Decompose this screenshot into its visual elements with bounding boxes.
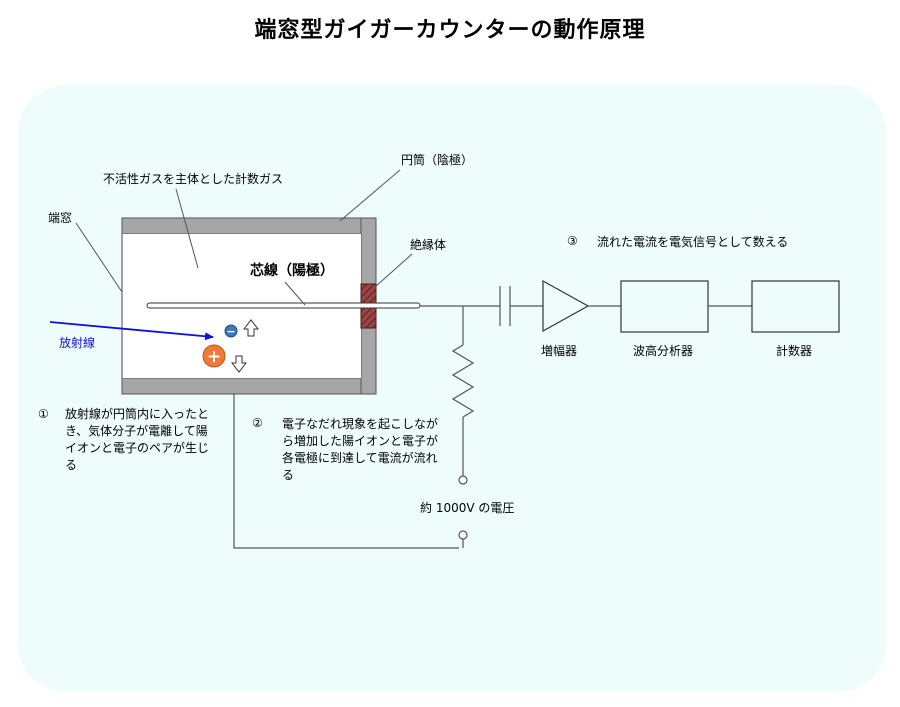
label-voltage: 約 1000V の電圧 [420,501,515,515]
electron-sign: − [226,325,235,338]
label-pulse-height-analyzer: 波高分析器 [633,344,694,358]
label-end-window: 端窓 [48,211,73,225]
label-counting-gas: 不活性ガスを主体とした計数ガス [103,172,284,186]
ground-return-wire [233,394,459,549]
arrow-down-icon [230,355,248,373]
circuit [233,279,840,549]
resistor-symbol [451,344,475,418]
label-counter: 計数器 [776,344,813,358]
counter-box [751,280,840,333]
label-anode-wire: 芯線（陽極） [250,263,334,279]
amplifier-symbol [542,279,590,333]
ion-icon [202,344,226,368]
step-3-number: ③ [567,234,578,248]
step-1-text: 放射線が円筒内に入ったとき、気体分子が電離して陽イオンと電子のペアが生じる [65,407,210,472]
leader-gas [175,188,199,269]
radiation-arrow [49,321,214,341]
step-1-number: ① [38,407,49,421]
high-voltage-terminal [458,475,468,485]
leader-cylinder [339,169,401,222]
label-radiation: 放射線 [59,336,96,350]
ion-particle: + [202,344,226,368]
leader-window [75,222,123,293]
tube-wall-top [121,217,377,235]
leader-lines [75,169,413,306]
step-3-text: 流れた電流を電気信号として数える [597,235,789,249]
ion-sign: + [207,347,221,367]
pulse-height-analyzer-box [620,280,709,333]
anode-wire [146,302,421,309]
leader-anode [284,281,306,306]
arrow-up-icon [242,319,260,337]
tube-wall-bottom [121,377,377,395]
leader-insulator [374,253,413,288]
electron-icon [224,324,238,338]
step-2-text: 電子なだれ現象を起こしながら増加した陽イオンと電子が各電極に到達して電流が流れる [282,417,439,482]
tube-wall-right-lower [360,327,377,395]
ground-terminal [458,530,468,540]
label-amplifier: 増幅器 [541,344,578,358]
tube-wall-right-upper [360,217,377,285]
label-insulator: 絶縁体 [410,238,447,252]
label-cylinder-cathode: 円筒（陰極） [401,153,474,167]
page-title: 端窓型ガイガーカウンターの動作原理 [254,18,646,43]
electron-particle: − [224,324,238,338]
step-2-number: ② [252,416,263,430]
